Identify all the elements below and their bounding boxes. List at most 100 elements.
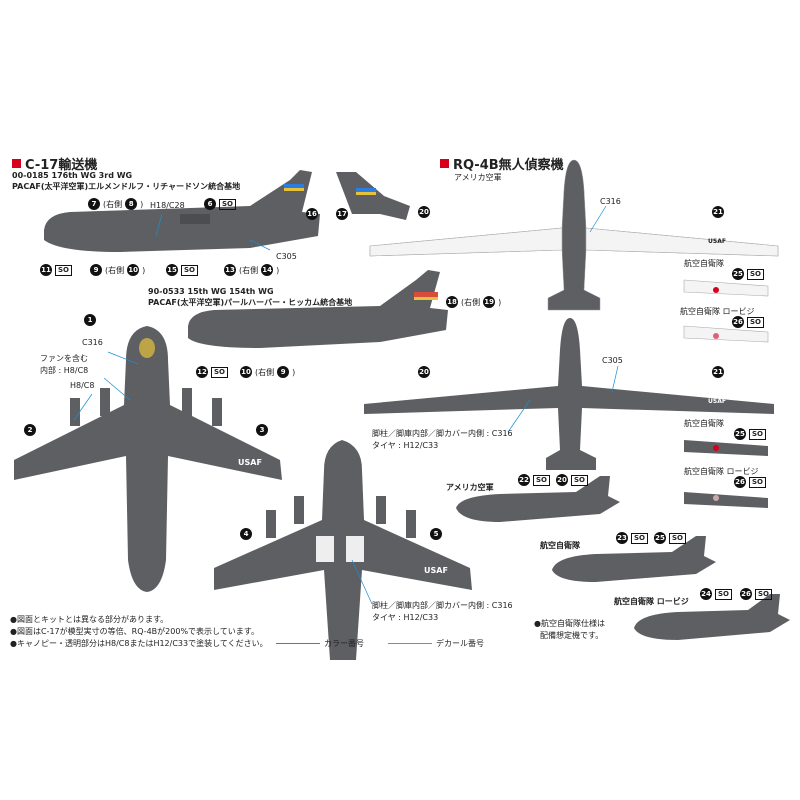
- decal-badge-11: 11: [40, 264, 52, 276]
- so-tag: SO: [749, 476, 766, 488]
- decal-badge-7: 7: [88, 198, 100, 210]
- rq4-wing-fragments: [683, 279, 769, 508]
- decal-badge-25: 25: [654, 532, 666, 544]
- title-marker: [440, 159, 449, 168]
- c17-gear-note: 脚柱／脚庫内部／脚カバー内側 : C316: [372, 601, 513, 610]
- decal-badge-20: 20: [556, 474, 568, 486]
- callout-25-a: 25 SO: [732, 268, 764, 280]
- paren: ): [292, 367, 296, 377]
- rq4-color-c316: C316: [600, 197, 621, 206]
- decal-badge-20: 20: [418, 206, 430, 218]
- right-side-label: (右側: [105, 265, 125, 275]
- decal-badge-9: 9: [277, 366, 290, 378]
- callout-2: 2: [24, 424, 36, 436]
- callout-5: 5: [430, 528, 442, 540]
- decal-badge-13: 13: [224, 264, 236, 276]
- jasdf-label-1: 航空自衛隊: [684, 259, 724, 268]
- callout-10: 10 (右側 9): [240, 366, 295, 378]
- callout-lines: [73, 205, 619, 605]
- right-side-label: (右側: [461, 297, 481, 307]
- so-tag: SO: [747, 268, 764, 280]
- decal-badge-25: 25: [734, 428, 746, 440]
- fan-note: ファンを含む: [40, 354, 88, 363]
- usaf-mark-bottom: USAF: [424, 566, 448, 575]
- so-tag: SO: [55, 264, 72, 276]
- decal-badge-25: 25: [732, 268, 744, 280]
- c17-top-caption: 00-0185 176th WG 3rd WG PACAF(太平洋空軍)エルメン…: [12, 170, 240, 192]
- c17-side-view-middle: [188, 270, 448, 348]
- decal-badge-16: 16: [306, 208, 318, 220]
- callout-11: 11 SO: [40, 264, 72, 276]
- rq4-jasdf-robiji-side-label: 航空自衛隊 ロービジ: [614, 597, 689, 606]
- decal-badge-22: 22: [518, 474, 530, 486]
- decal-badge-12: 12: [196, 366, 208, 378]
- so-tag: SO: [211, 366, 228, 378]
- callout-16: 16: [306, 208, 318, 220]
- decal-badge-26: 26: [740, 588, 752, 600]
- rq4-top-view-usaf: [369, 159, 779, 311]
- c17-top-line2: PACAF(太平洋空軍)エルメンドルフ・リチャードソン統合基地: [12, 182, 241, 191]
- rq4-side-views: [456, 476, 790, 640]
- decal-badge-26: 26: [734, 476, 746, 488]
- so-tag: SO: [749, 428, 766, 440]
- rq4-gear-note: 脚柱／脚庫内部／脚カバー内側 : C316: [372, 429, 513, 438]
- callout-18: 18 (右側 19): [446, 296, 501, 308]
- decal-badge-4: 4: [240, 528, 252, 540]
- callout-21-top: 21: [712, 206, 724, 218]
- callout-12: 12 SO: [196, 366, 228, 378]
- jasdf-robiji-label-2: 航空自衛隊 ロービジ: [684, 467, 759, 476]
- paren: ): [142, 265, 146, 275]
- decal-badge-26: 26: [732, 316, 744, 328]
- note-1: ●図面とキットとは異なる部分があります。: [10, 615, 169, 624]
- rq4-title-text: RQ-4B無人偵察機: [453, 158, 564, 173]
- c17-mid-caption: 90-0533 15th WG 154th WG PACAF(太平洋空軍)パール…: [148, 286, 352, 308]
- legend-decal-line: [388, 643, 432, 644]
- decal-badge-24: 24: [700, 588, 712, 600]
- notes-block: ●図面とキットとは異なる部分があります。 ●図面はC-17が模型実寸の等倍、RQ…: [10, 614, 268, 650]
- paren: ): [498, 297, 502, 307]
- callout-20-top: 20: [418, 206, 430, 218]
- note-3: ●キャノピー・透明部分はH8/C8またはH12/C33で塗装してください。: [10, 639, 268, 648]
- so-tag: SO: [747, 316, 764, 328]
- rq4-tire-note: タイヤ : H12/C33: [372, 441, 439, 450]
- decal-badge-2: 2: [24, 424, 36, 436]
- callout-9: 9 (右側 10): [90, 264, 145, 276]
- rq4-title: RQ-4B無人偵察機: [440, 154, 564, 173]
- rq4-jasdf-note-2: 配備想定機です。: [540, 631, 604, 640]
- paren: ): [276, 265, 280, 275]
- decal-badge-9: 9: [90, 264, 102, 276]
- callout-20-bottom: 20: [418, 366, 430, 378]
- c17-title: C-17輸送機: [12, 154, 97, 173]
- rq4-jasdf-note-1: ●航空自衛隊仕様は: [534, 619, 605, 628]
- rq4-jasdf-side-label: 航空自衛隊: [540, 541, 580, 550]
- decal-badge-18: 18: [446, 296, 458, 308]
- callout-7: 7 (右側 8): [88, 198, 143, 210]
- callout-25-side: 25 SO: [654, 532, 686, 544]
- callout-26-side: 26 SO: [740, 588, 772, 600]
- decal-badge-6: 6: [204, 198, 216, 210]
- rq4-color-c305: C305: [602, 356, 623, 365]
- so-tag: SO: [715, 588, 732, 600]
- right-side-label: (右側: [103, 199, 123, 209]
- inner-note: 内部 : H8/C8: [40, 366, 89, 375]
- decal-badge-10: 10: [240, 366, 252, 378]
- decal-badge-20: 20: [418, 366, 430, 378]
- decal-badge-21: 21: [712, 366, 724, 378]
- c17-tire-note: タイヤ : H12/C33: [372, 613, 439, 622]
- decal-badge-21: 21: [712, 206, 724, 218]
- decal-badge-5: 5: [430, 528, 442, 540]
- callout-15: 15 SO: [166, 264, 198, 276]
- c17-title-text: C-17輸送機: [25, 158, 98, 173]
- color-h8c8: H8/C8: [70, 381, 95, 390]
- decal-badge-8: 8: [125, 198, 138, 210]
- callout-24: 24 SO: [700, 588, 732, 600]
- callout-3: 3: [256, 424, 268, 436]
- legend-decal-text: デカール番号: [436, 639, 484, 648]
- so-tag: SO: [631, 532, 648, 544]
- usaf-mark-top: USAF: [238, 458, 262, 467]
- so-tag: SO: [219, 198, 236, 210]
- callout-20-side: 20 SO: [556, 474, 588, 486]
- decal-badge-15: 15: [166, 264, 178, 276]
- usaf-wing-top: USAF: [708, 238, 726, 245]
